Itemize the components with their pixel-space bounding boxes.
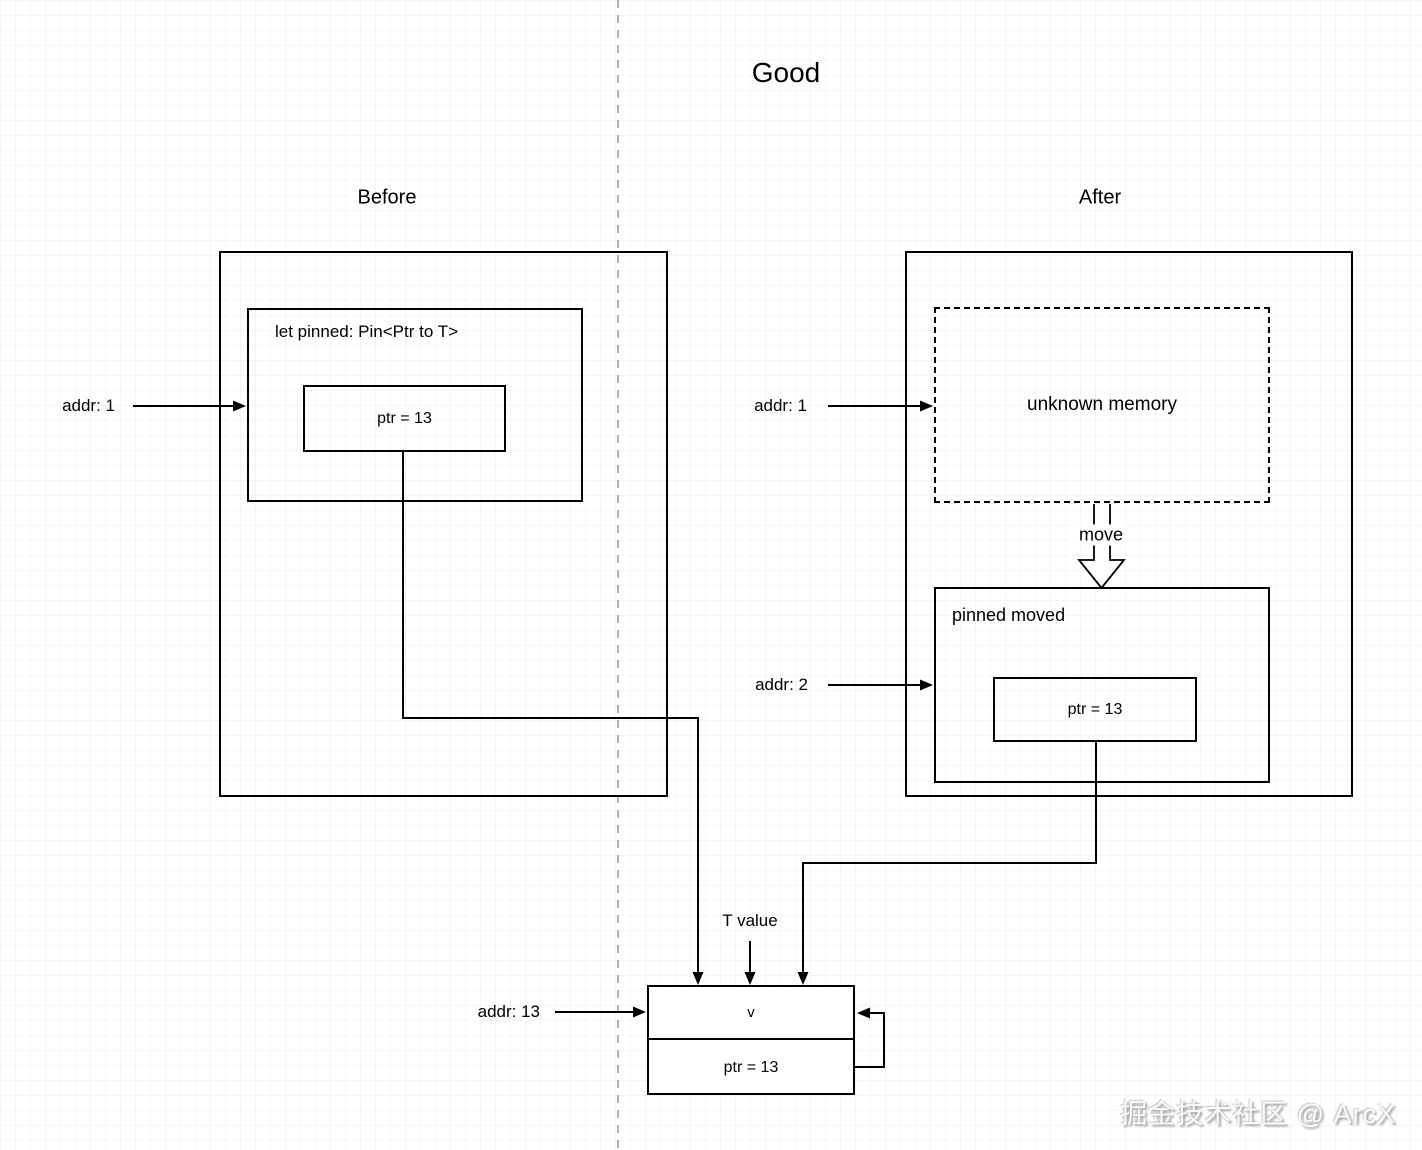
unknown-memory-box: unknown memory: [934, 307, 1270, 503]
before-column-label: Before: [357, 186, 417, 209]
unknown-memory-label: unknown memory: [1027, 394, 1177, 415]
pinned-box: let pinned: Pin<Ptr to T>: [247, 308, 583, 502]
watermark: 掘金技术社区 @ ArcX: [1120, 1099, 1396, 1129]
v-box: v ptr = 13: [647, 985, 855, 1095]
t-value-label: T value: [722, 911, 778, 930]
v-cell-label: v: [747, 1004, 755, 1021]
after-ptr-label: ptr = 13: [1067, 700, 1123, 718]
before-outer-box: [219, 251, 668, 797]
after-ptr-box: ptr = 13: [993, 677, 1197, 742]
before-ptr-label: ptr = 13: [377, 409, 432, 427]
move-label: move: [1075, 524, 1127, 546]
connector-self-loop: [855, 1007, 885, 1068]
addr1-before-label: addr: 1: [62, 396, 115, 415]
diagram-title: Good: [751, 57, 821, 88]
after-outer-box: [905, 251, 1353, 797]
pinned-moved-label: pinned moved: [952, 605, 1066, 625]
before-ptr-box: ptr = 13: [303, 385, 506, 452]
arrow-t-value: [744, 941, 756, 985]
v-ptr-label: ptr = 13: [723, 1058, 779, 1076]
addr2-label: addr: 2: [755, 675, 808, 694]
addr1-after-label: addr: 1: [754, 396, 807, 415]
arrow-addr13: [555, 1006, 646, 1018]
pinned-moved-box: pinned moved: [934, 587, 1270, 783]
v-cell: v: [649, 987, 853, 1040]
addr13-label: addr: 13: [477, 1002, 540, 1021]
after-column-label: After: [1078, 186, 1122, 209]
v-ptr-cell: ptr = 13: [649, 1042, 853, 1093]
pinned-box-label: let pinned: Pin<Ptr to T>: [275, 322, 459, 341]
